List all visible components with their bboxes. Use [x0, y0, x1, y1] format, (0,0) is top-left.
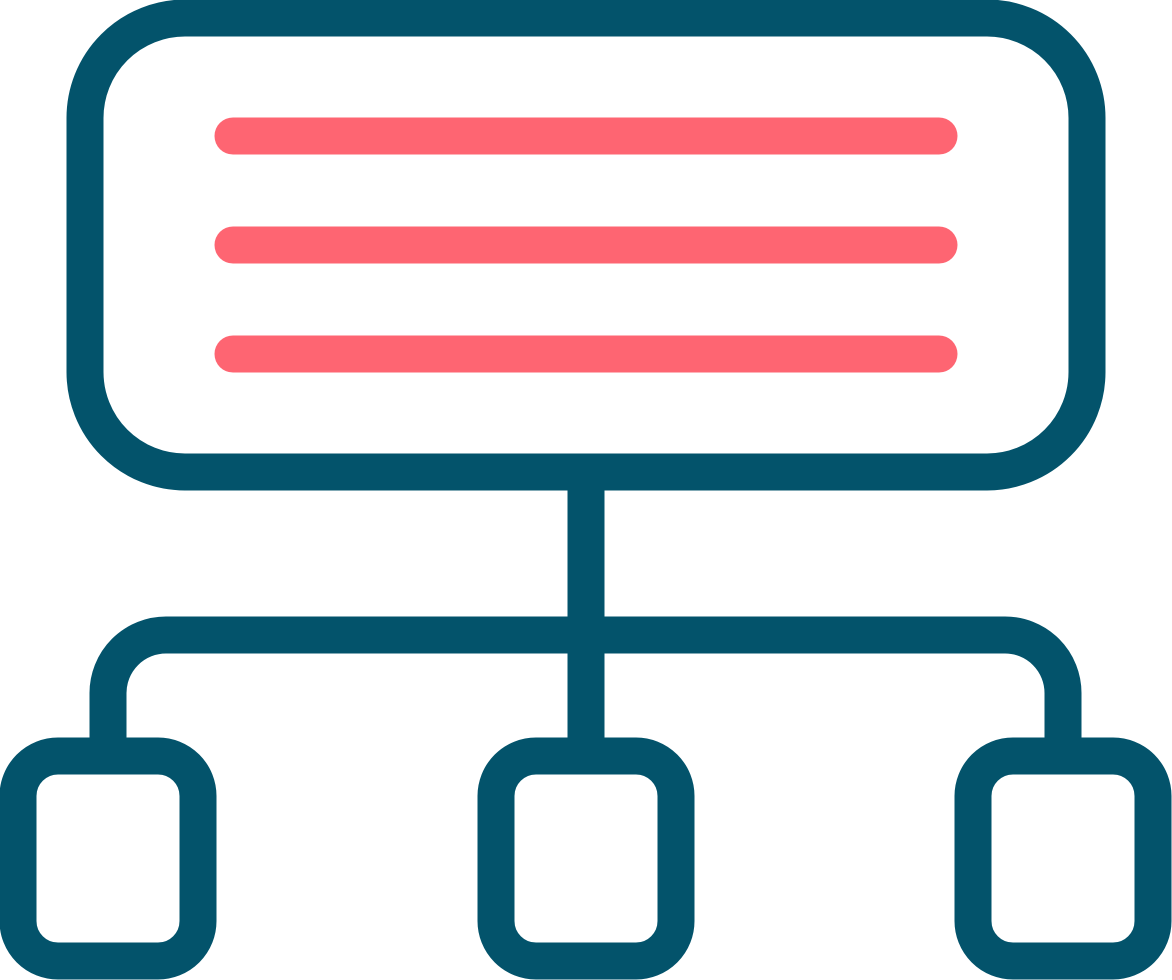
child-node-left [0, 737, 217, 980]
child-node-center [477, 737, 695, 980]
parent-node-box [66, 0, 1106, 491]
child-node-right [954, 737, 1172, 980]
branch-connector [89, 616, 1082, 740]
